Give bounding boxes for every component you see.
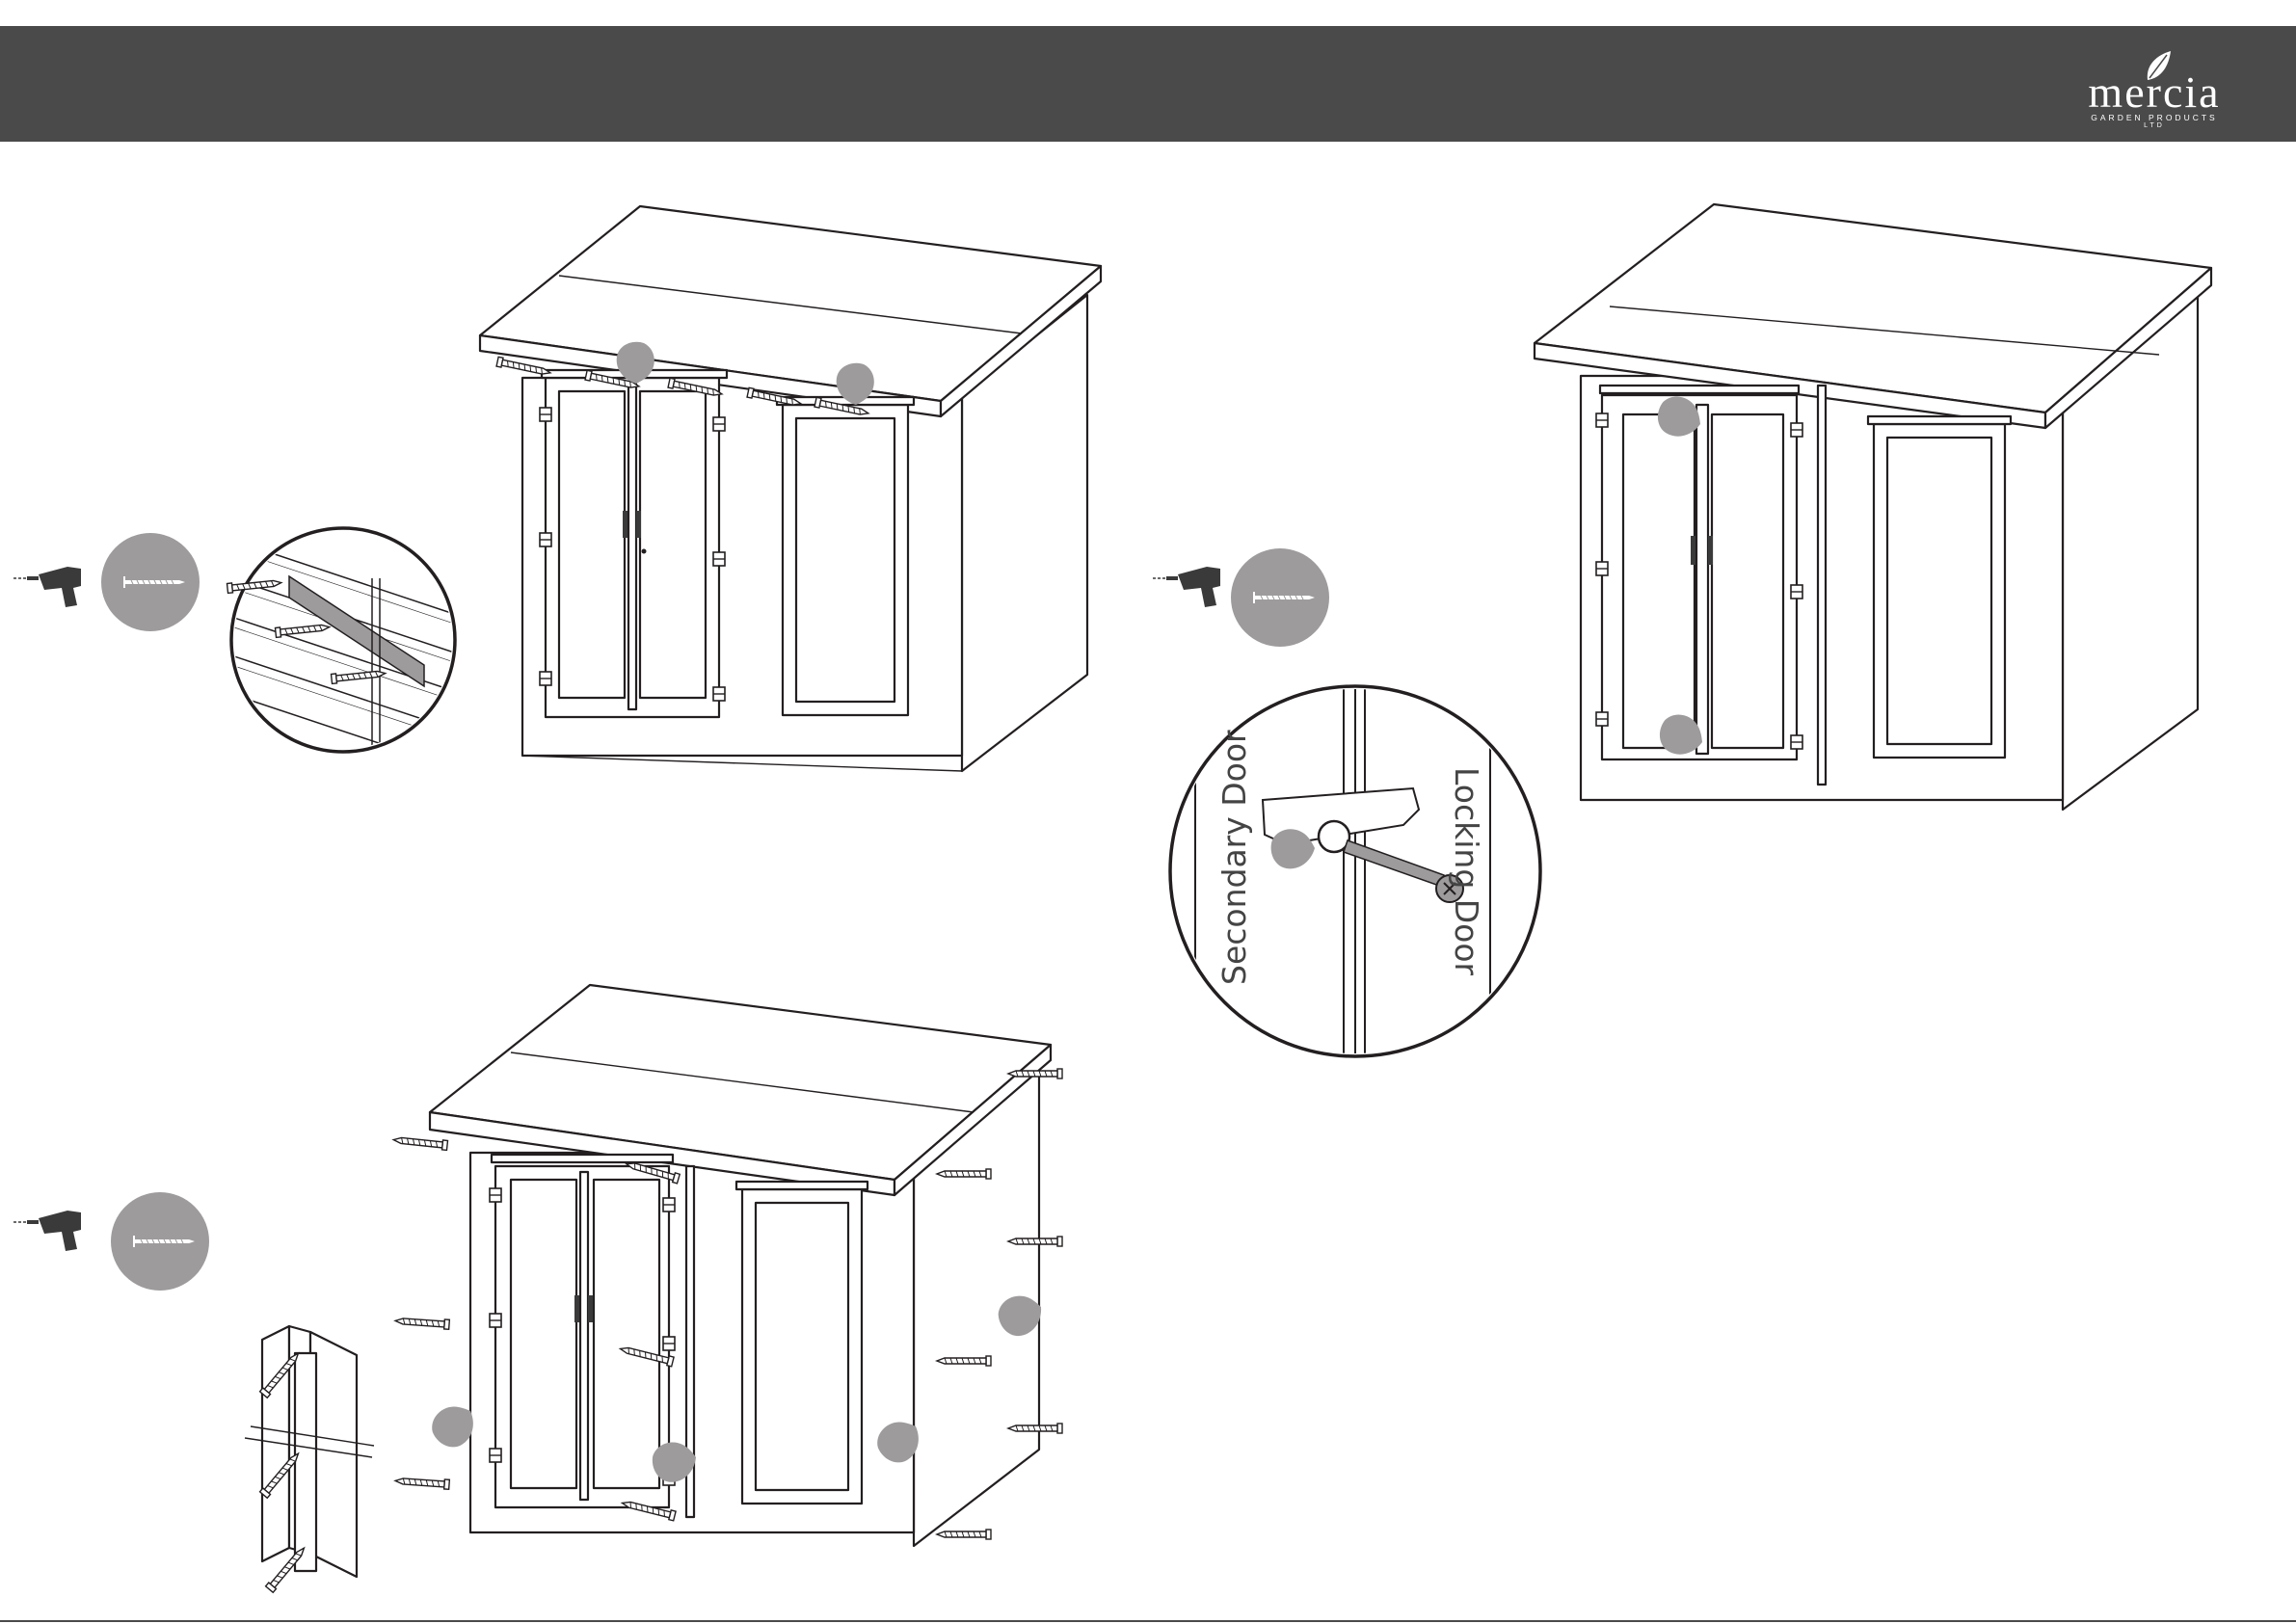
shed-step-a: [480, 206, 1101, 771]
drill-icon-3: [13, 1211, 81, 1251]
screw-icon-2: [1231, 548, 1329, 647]
screw-icon: [101, 533, 200, 631]
zoom-detail-drip-rail: [227, 528, 463, 771]
footer-rule: [0, 1620, 2296, 1622]
drill-icon: [13, 567, 81, 607]
shed-step-b: [1535, 204, 2211, 810]
locking-door-label: Locking Door: [1448, 767, 1485, 976]
shed-step-c: [393, 985, 1062, 1546]
screw-icon-3: [111, 1192, 209, 1291]
corner-post-detail: [245, 1326, 374, 1592]
drill-icon-2: [1153, 567, 1220, 607]
zoom-detail-door-bolt: Secondary Door Locking Door: [1170, 675, 1540, 1070]
secondary-door-label: Secondary Door: [1215, 730, 1253, 985]
